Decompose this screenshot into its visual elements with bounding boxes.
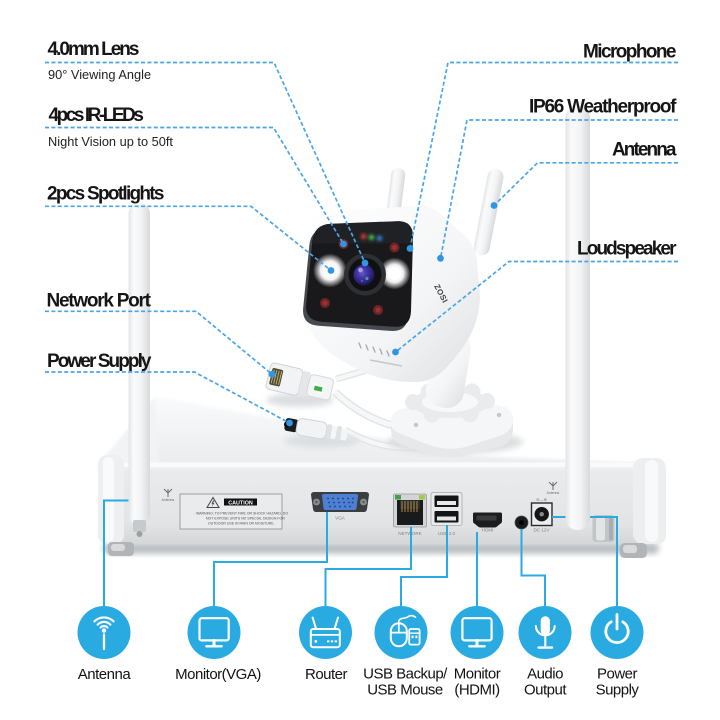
svg-text:USB Backup/: USB Backup/ <box>363 666 448 683</box>
svg-text:90° Viewing Angle: 90° Viewing Angle <box>48 67 151 82</box>
svg-text:USB Mouse: USB Mouse <box>367 682 443 699</box>
svg-text:IP66 Weatherproof: IP66 Weatherproof <box>529 97 677 118</box>
svg-text:Network Port: Network Port <box>47 291 152 312</box>
svg-text:Power: Power <box>597 666 638 683</box>
svg-text:Audio: Audio <box>527 666 563 683</box>
svg-text:CAUTION: CAUTION <box>228 500 253 506</box>
svg-text:(HDMI): (HDMI) <box>454 682 500 699</box>
svg-text:Power Supply: Power Supply <box>47 351 152 372</box>
svg-text:Microphone: Microphone <box>583 41 677 62</box>
svg-text:Router: Router <box>305 666 348 683</box>
svg-text:VGA: VGA <box>335 516 346 521</box>
svg-text:WARNING: TO PREVENT FIRE OR SH: WARNING: TO PREVENT FIRE OR SHOCK HAZARD… <box>196 512 288 516</box>
svg-text:OUTDOOR USE IN RAIN OR MOISTUR: OUTDOOR USE IN RAIN OR MOISTURE. <box>208 522 275 526</box>
svg-text:Output: Output <box>524 682 567 699</box>
svg-text:Antenna: Antenna <box>162 498 175 502</box>
svg-text:HDMI: HDMI <box>482 528 494 533</box>
svg-text:4.0mm Lens: 4.0mm Lens <box>48 39 140 60</box>
svg-text:Loudspeaker: Loudspeaker <box>577 238 677 259</box>
svg-text:DC 12V: DC 12V <box>533 528 550 533</box>
svg-text:Monitor(VGA): Monitor(VGA) <box>175 666 261 683</box>
svg-text:Monitor: Monitor <box>454 666 501 683</box>
svg-text:Antenna: Antenna <box>612 140 677 161</box>
svg-text:⊖—⊕: ⊖—⊕ <box>536 497 547 502</box>
svg-text:Supply: Supply <box>596 682 640 699</box>
svg-text:2pcs Spotlights: 2pcs Spotlights <box>47 184 165 205</box>
svg-text:4pcs IR-LEDs: 4pcs IR-LEDs <box>49 105 145 126</box>
svg-text:NOT EXPOSE UNITS NO SPECIAL DE: NOT EXPOSE UNITS NO SPECIAL DESIGN FOR <box>206 517 285 521</box>
svg-text:Antenna: Antenna <box>547 491 560 495</box>
svg-text:Antenna: Antenna <box>78 666 132 683</box>
svg-text:Night Vision up to 50ft: Night Vision up to 50ft <box>48 134 173 149</box>
